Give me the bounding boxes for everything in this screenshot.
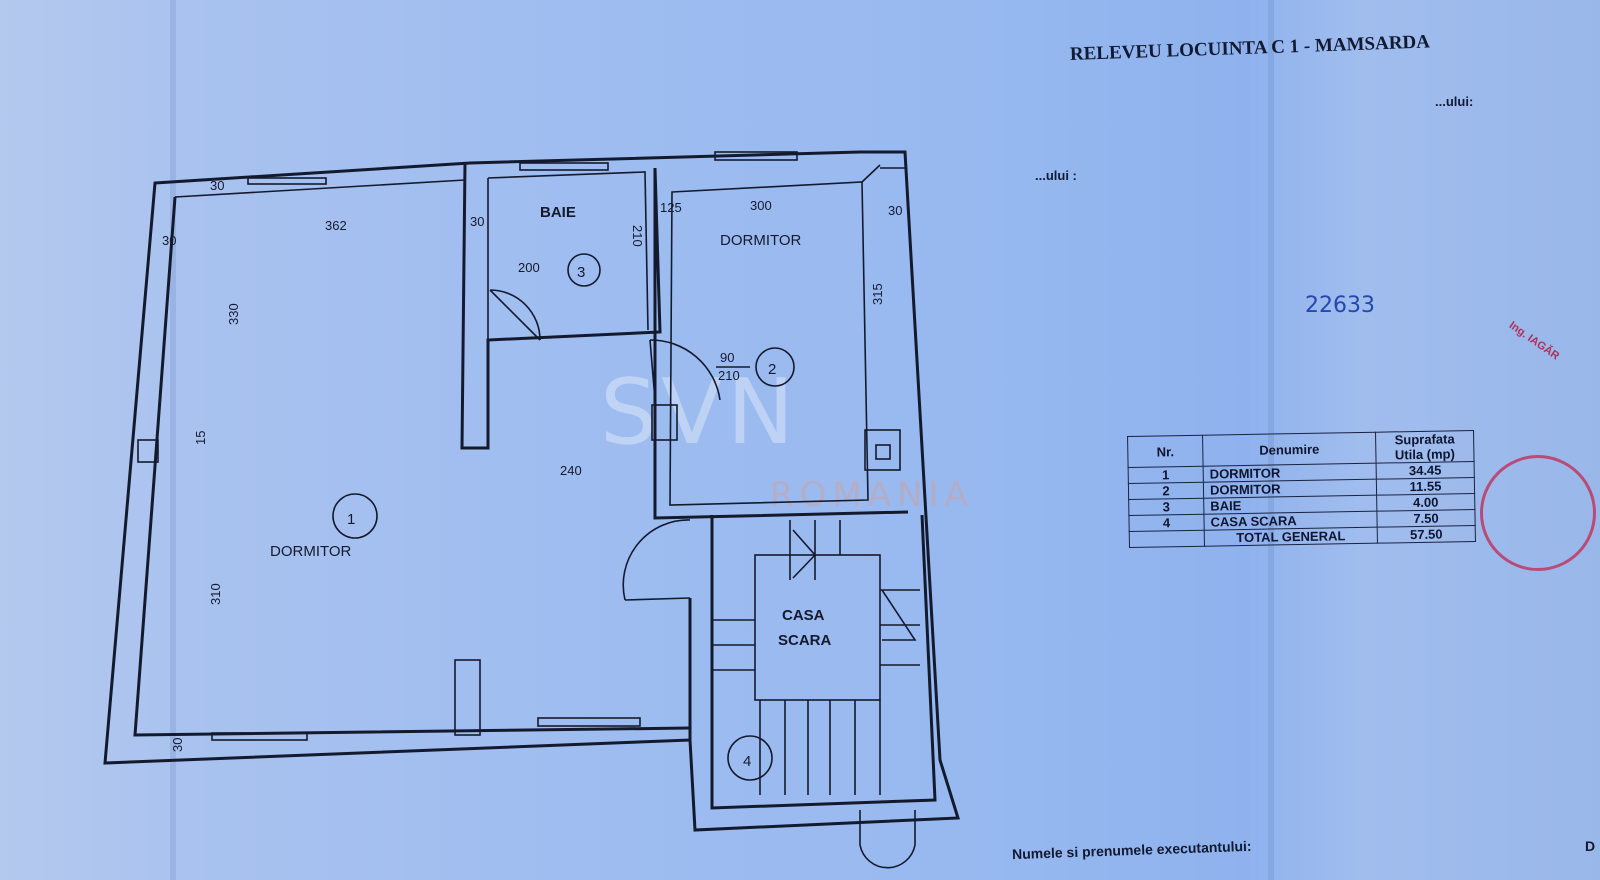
dim-label: 30 xyxy=(162,233,176,248)
stair-step xyxy=(859,810,916,869)
paper-fold xyxy=(170,0,176,880)
dim-label: 240 xyxy=(560,463,582,478)
stair-door xyxy=(622,519,691,601)
field-label: ...ului : xyxy=(1035,168,1077,183)
dim-label: 15 xyxy=(193,431,208,445)
inner-wall-line xyxy=(133,196,691,737)
window xyxy=(211,732,308,741)
room-label-casa-scara: SCARA xyxy=(778,632,832,649)
room-label-dormitor-1: DORMITOR xyxy=(270,543,352,560)
dim-label: 30 xyxy=(210,178,224,193)
window xyxy=(519,162,609,171)
cell: 1 xyxy=(1128,466,1204,484)
room-number: 2 xyxy=(768,361,776,378)
footer-right: D xyxy=(1585,838,1596,854)
dormitor2-door xyxy=(649,339,721,401)
room-number: 3 xyxy=(577,264,585,281)
dim-label: 30 xyxy=(170,738,185,752)
window xyxy=(537,717,641,727)
dim-label: 30 xyxy=(888,203,902,218)
room-label-casa-scara: CASA xyxy=(782,607,825,624)
dim-label: 315 xyxy=(870,283,885,305)
dim-label: 90 xyxy=(720,350,734,365)
cell: 4.00 xyxy=(1376,493,1475,512)
total-label: TOTAL GENERAL xyxy=(1204,527,1378,547)
cell: 34.45 xyxy=(1376,461,1475,480)
room-label-baie: BAIE xyxy=(540,204,576,221)
cell: 7.50 xyxy=(1376,509,1476,528)
dim-label: 330 xyxy=(226,303,241,325)
room-label-dormitor-2: DORMITOR xyxy=(720,232,802,249)
window xyxy=(247,177,327,185)
dim-label: 310 xyxy=(208,583,223,605)
dim-label: 362 xyxy=(325,218,347,233)
dim-label: 200 xyxy=(518,260,540,275)
watermark: SVN xyxy=(600,360,799,465)
watermark-sub: ROMANIA xyxy=(770,475,974,515)
baie-wall xyxy=(460,161,662,450)
cell xyxy=(1129,530,1205,548)
dormitor2-wall xyxy=(653,168,909,520)
room-number: 1 xyxy=(347,511,355,528)
window xyxy=(714,151,798,161)
stair-wall xyxy=(688,514,937,810)
outer-wall xyxy=(103,150,961,832)
header-suprafata: Suprafata Utila (mp) xyxy=(1375,430,1475,464)
total-value: 57.50 xyxy=(1377,525,1476,544)
baie-door xyxy=(489,289,541,341)
cell: 11.55 xyxy=(1376,477,1475,496)
dim-label: 300 xyxy=(750,198,772,213)
dim-label: 210 xyxy=(630,225,645,247)
header-nr: Nr. xyxy=(1127,435,1204,468)
dim-label: 30 xyxy=(470,214,484,229)
cell: 2 xyxy=(1128,482,1204,500)
cell: 3 xyxy=(1128,498,1204,516)
paper-fold xyxy=(1268,0,1274,880)
field-label: ...ului: xyxy=(1435,94,1474,109)
cell: 4 xyxy=(1128,514,1205,532)
dim-label: 125 xyxy=(660,200,682,215)
official-stamp xyxy=(1480,455,1596,571)
header-denumire: Denumire xyxy=(1202,432,1377,467)
handwritten-number: 22633 xyxy=(1305,293,1375,318)
room-number: 4 xyxy=(743,753,751,770)
dim-label: 210 xyxy=(718,368,740,383)
